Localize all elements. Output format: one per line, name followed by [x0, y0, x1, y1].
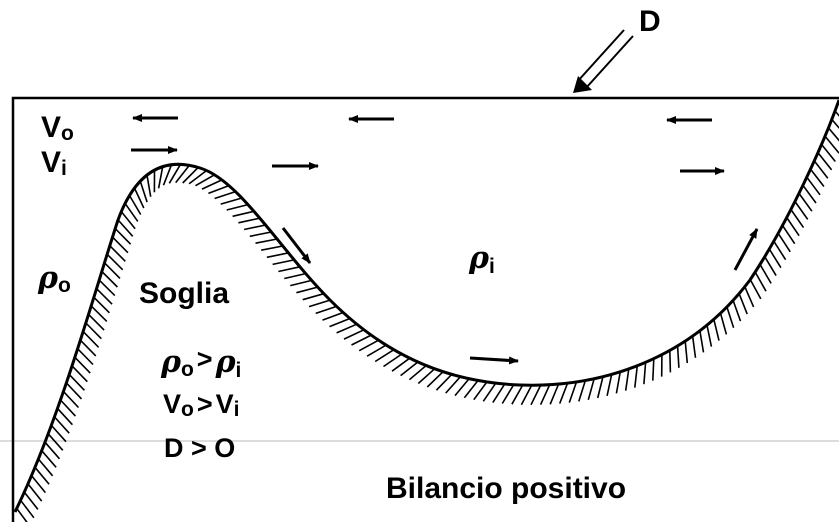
hatch-line — [783, 225, 795, 243]
basin-frame — [13, 98, 839, 522]
hatch-line — [267, 253, 289, 257]
hatch-line — [392, 358, 410, 371]
hatch-line — [760, 264, 771, 283]
hatch-line — [309, 300, 330, 307]
hatch-line — [367, 345, 386, 356]
hatch-line — [316, 306, 337, 313]
label-rho-outer: ρo — [37, 261, 71, 297]
downslope-arrow — [283, 228, 310, 263]
condition-density: ρo>ρi — [160, 344, 241, 382]
hatch-line — [607, 374, 612, 396]
hatch-line — [598, 377, 603, 398]
hatch-line — [290, 280, 311, 285]
hatch-line — [359, 340, 378, 351]
hatch-line — [323, 313, 344, 321]
hatch-line — [550, 384, 558, 404]
hatch-line — [541, 385, 550, 405]
hatch-line — [531, 385, 541, 405]
hatch-line — [221, 198, 242, 204]
hatch-line — [284, 274, 305, 279]
hatch-line — [189, 171, 207, 184]
label-d: D — [639, 5, 661, 38]
label-bilancio: Bilancio positivo — [386, 472, 626, 505]
label-v-inflow: Vi — [41, 146, 67, 180]
hatch-line — [375, 350, 394, 362]
hatch-line — [384, 354, 402, 366]
hatch-line — [774, 241, 786, 260]
hatch-line — [795, 202, 808, 220]
hatch-line — [678, 346, 679, 368]
label-soglia: Soglia — [139, 277, 229, 310]
hatch-line — [344, 330, 364, 339]
hatch-line — [579, 380, 586, 401]
hatch-line — [685, 341, 687, 363]
hatch-line — [569, 382, 576, 403]
hatch-line — [778, 233, 790, 252]
hatch-line — [714, 319, 719, 340]
hatch-line — [337, 324, 357, 333]
label-rho-inner: ρi — [468, 241, 495, 278]
hatch-line — [626, 369, 629, 391]
hatch-line — [140, 181, 147, 202]
hatch-line — [233, 211, 254, 216]
condition-d: D > O — [164, 433, 235, 463]
hatch-line — [202, 180, 222, 189]
hatch-line — [700, 331, 704, 353]
hatch-line — [227, 205, 248, 210]
hatch-line — [521, 385, 531, 405]
hatch-line — [693, 336, 696, 358]
hatch-line — [330, 319, 350, 327]
hatch-line — [588, 379, 594, 400]
hatch-line — [238, 218, 260, 223]
hatch-line — [733, 300, 740, 321]
hatch-line — [653, 359, 654, 381]
hatch-line — [791, 210, 804, 228]
hatch-line — [512, 385, 523, 404]
inflow-arrow — [470, 358, 518, 361]
hatch-line — [707, 325, 711, 347]
hatch-line — [745, 287, 754, 307]
hatch-line — [616, 372, 620, 394]
hatch-line — [635, 366, 638, 388]
hatch-line — [244, 225, 266, 230]
hatch-line — [644, 362, 646, 384]
hatch-line — [256, 239, 278, 243]
hatch-line — [755, 272, 766, 291]
hatch-line — [352, 335, 372, 345]
hatch-line — [493, 384, 505, 403]
hatch-line — [727, 307, 734, 328]
hatch-line — [296, 287, 317, 293]
hatch-line — [278, 267, 300, 272]
hatch-line — [502, 385, 513, 404]
label-v-outflow: Vo — [41, 111, 74, 145]
hatch-line — [670, 350, 671, 372]
hatch-line — [769, 249, 781, 268]
inflow-arrow-d — [573, 30, 633, 93]
hatch-line — [261, 246, 283, 250]
hatch-line — [250, 232, 272, 236]
hatch-line — [787, 218, 799, 236]
upslope-arrow — [735, 229, 757, 270]
hatch-line — [401, 362, 418, 376]
hatch-line — [159, 167, 163, 189]
hatch-line — [208, 186, 229, 194]
hatch-line — [721, 313, 727, 334]
hatch-line — [273, 260, 295, 265]
hatch-line — [750, 280, 761, 299]
hatch-line — [483, 383, 496, 401]
hatch-line — [765, 257, 776, 276]
hatch-line — [303, 294, 324, 300]
condition-velocity: Vo>Vi — [163, 389, 239, 421]
hatch-line — [560, 383, 568, 404]
hatch-line — [739, 294, 747, 315]
hatch-line — [215, 192, 236, 199]
hatch-line — [147, 175, 151, 197]
